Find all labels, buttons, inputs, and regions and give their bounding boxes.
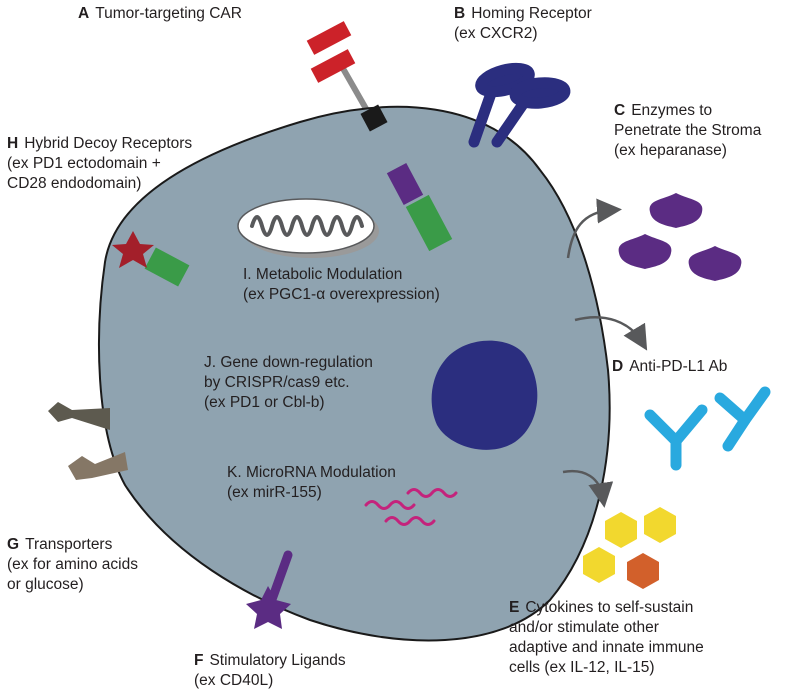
antibody-icons bbox=[644, 386, 771, 471]
label-j-gene-downregulation: J. Gene down-regulation by CRISPR/cas9 e… bbox=[204, 354, 373, 411]
car-receptor-icon bbox=[306, 21, 453, 252]
arrow-to-enzymes bbox=[566, 198, 622, 259]
arrow-to-antibody bbox=[574, 316, 648, 351]
arrow-to-cytokines bbox=[562, 469, 614, 508]
enzyme-icons bbox=[618, 193, 742, 281]
stimulatory-ligand-icon bbox=[246, 550, 293, 629]
homing-receptor-icon bbox=[468, 62, 571, 148]
mitochondrion-icon bbox=[237, 198, 379, 258]
nucleus-icon bbox=[431, 340, 538, 450]
decoy-receptor-icon bbox=[112, 231, 190, 287]
microrna-icon bbox=[364, 488, 458, 526]
cytokine-icons bbox=[583, 507, 676, 589]
label-k-microrna: K. MicroRNA Modulation (ex mirR-155) bbox=[227, 464, 396, 501]
label-i-metabolic: I. Metabolic Modulation (ex PGC1-α overe… bbox=[243, 266, 440, 303]
transporter-icon bbox=[48, 402, 128, 480]
